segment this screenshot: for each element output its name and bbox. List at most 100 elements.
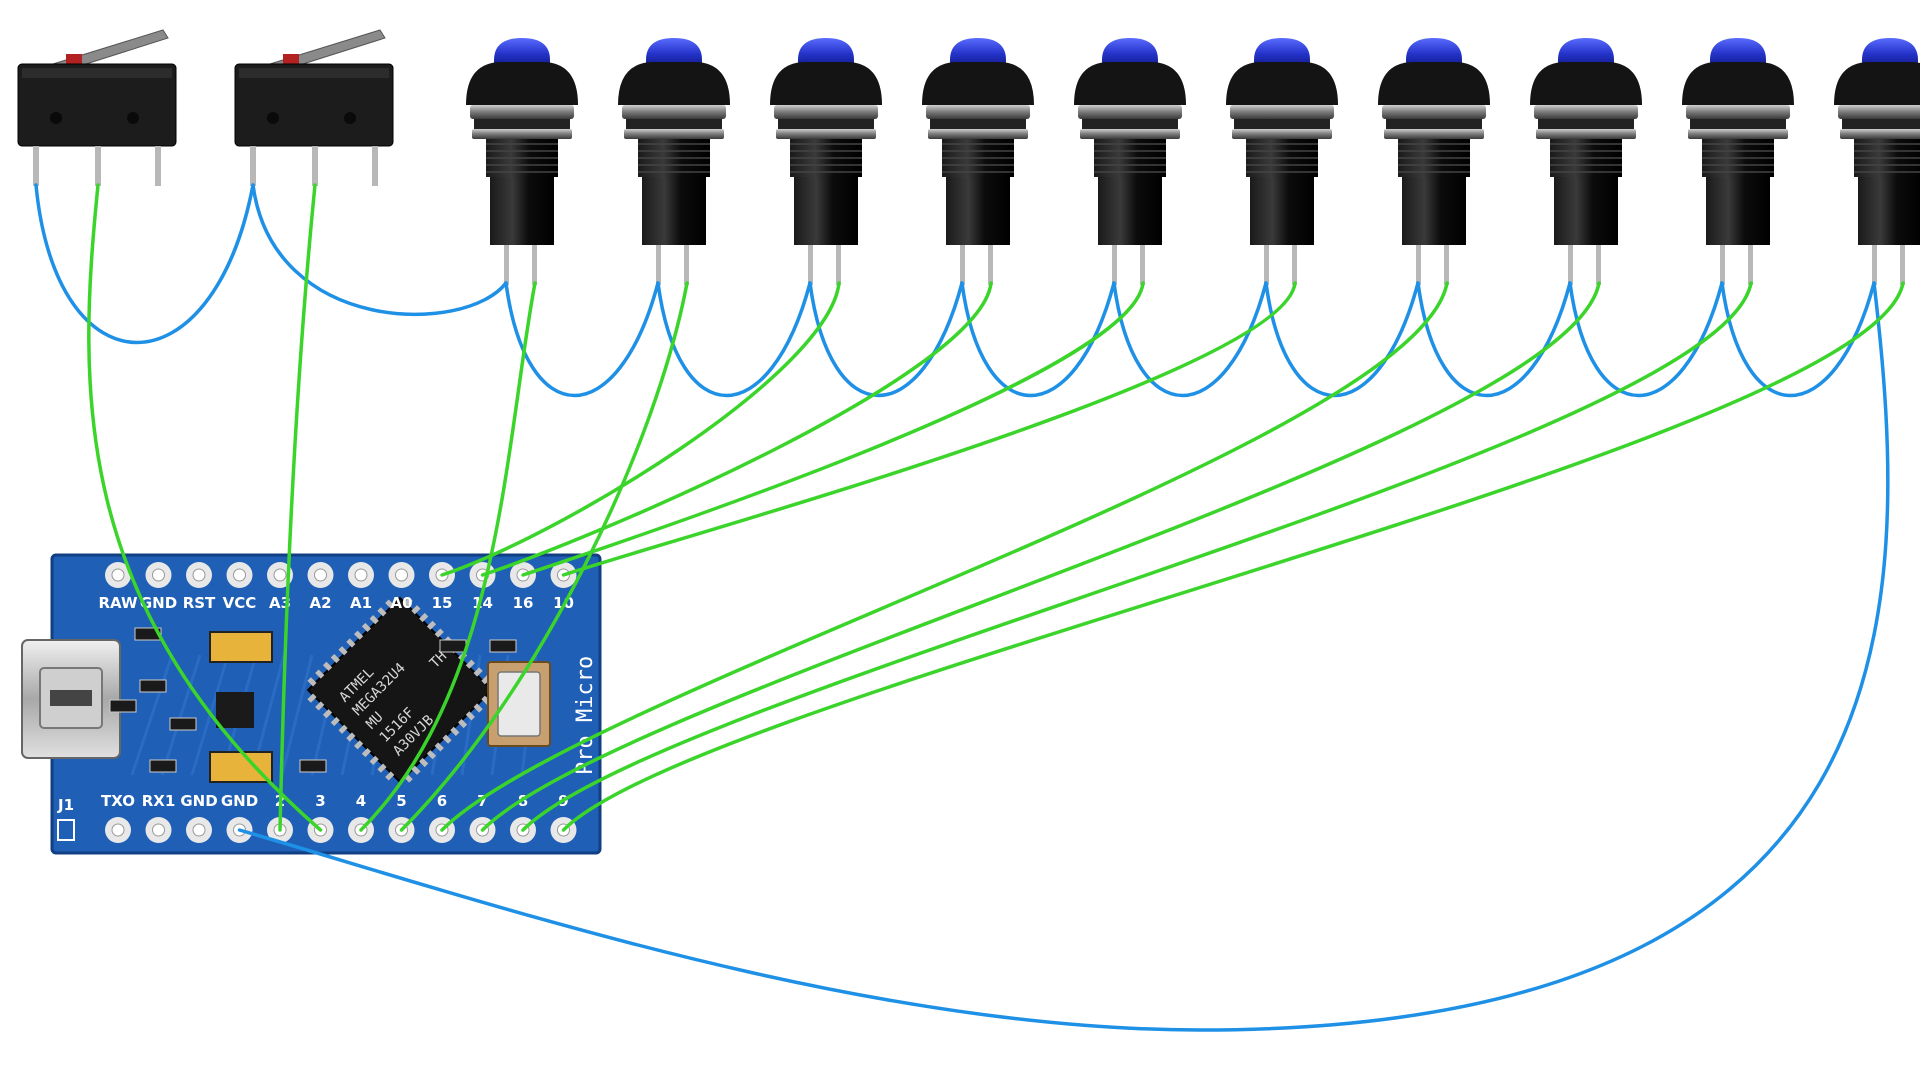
button-nut — [1230, 105, 1334, 119]
wires — [34, 183, 1905, 1032]
smd-component — [489, 639, 517, 653]
pin-label-top: A2 — [309, 594, 331, 612]
button-nut — [1838, 105, 1920, 119]
button-washer — [928, 129, 1028, 139]
button-nut — [774, 105, 878, 119]
button-body — [1858, 177, 1920, 245]
mcu-lead — [354, 630, 364, 640]
mcu-lead — [385, 599, 395, 609]
button-body — [642, 177, 706, 245]
mcu-lead — [315, 701, 325, 711]
button-washer — [1232, 129, 1332, 139]
button-thread — [1234, 119, 1330, 129]
pin-label-top: VCC — [223, 594, 257, 612]
button-washer — [776, 129, 876, 139]
switch-pin — [312, 146, 318, 186]
signal-wire — [561, 281, 1297, 577]
push-button — [1682, 38, 1794, 285]
switch-pin — [95, 146, 101, 186]
header-hole — [192, 823, 206, 837]
switch-hole — [344, 112, 356, 124]
button-body — [1554, 177, 1618, 245]
pin-label-top: A0 — [390, 594, 412, 612]
button-body — [490, 177, 554, 245]
signal-wire — [561, 281, 1905, 832]
mcu-lead — [385, 771, 395, 781]
button-collar — [466, 62, 578, 105]
button-washer — [472, 129, 572, 139]
push-button — [1074, 38, 1186, 285]
pin-label-top: A1 — [350, 594, 372, 612]
header-hole — [233, 568, 246, 582]
j1-marker — [57, 819, 75, 841]
push-button — [1530, 38, 1642, 285]
smd-component — [149, 759, 177, 773]
ground-wire-segment — [808, 281, 964, 398]
button-collar — [618, 62, 730, 105]
button-thread — [1690, 119, 1786, 129]
mcu-lead — [426, 620, 437, 630]
voltage-regulator — [216, 692, 254, 728]
mcu-lead — [403, 597, 413, 607]
pcb-trace — [130, 654, 174, 776]
button-thread — [1082, 119, 1178, 129]
button-nut — [622, 105, 726, 119]
mcu-lead — [419, 612, 429, 623]
push-button — [466, 38, 578, 285]
mcu-lead — [473, 667, 483, 677]
signal-wire — [399, 281, 689, 832]
mcu-lead — [442, 734, 452, 744]
switch-hole — [50, 112, 62, 124]
pin-label-bottom: 6 — [437, 792, 447, 810]
button-thread — [1386, 119, 1482, 129]
pin-label-bottom: TXO — [101, 792, 135, 810]
button-thread — [778, 119, 874, 129]
mcu-lead — [434, 742, 444, 752]
mcu-lead — [307, 677, 317, 687]
button-pin — [1596, 245, 1601, 285]
pcb-trace — [160, 654, 202, 776]
button-collar — [922, 62, 1034, 105]
header-hole — [395, 568, 408, 582]
button-body — [794, 177, 858, 245]
button-nut — [1382, 105, 1486, 119]
button-collar — [1226, 62, 1338, 105]
button-pin — [1872, 245, 1877, 285]
pin-label-bottom: 4 — [356, 792, 366, 810]
switch-highlight — [239, 68, 389, 78]
mcu-lead — [338, 646, 348, 656]
pin-label-top: 15 — [432, 594, 453, 612]
switch-actuator — [66, 54, 82, 66]
button-nut — [1686, 105, 1790, 119]
button-body — [1706, 177, 1770, 245]
pin-label-bottom: GND — [221, 792, 258, 810]
mcu-lead — [354, 740, 364, 750]
button-nut — [1534, 105, 1638, 119]
micro-switch — [17, 29, 177, 186]
mcu-lead — [377, 763, 387, 773]
button-pin — [532, 245, 537, 285]
mcu-lead — [315, 669, 325, 679]
header-hole — [111, 823, 125, 837]
smd-component — [169, 717, 197, 731]
pin-label-bottom: 3 — [315, 792, 325, 810]
button-pin — [684, 245, 689, 285]
ground-wire-segment — [960, 281, 1116, 398]
button-washer — [1840, 129, 1920, 139]
switch-pin — [33, 146, 39, 186]
signal-wire — [87, 183, 323, 832]
header-hole — [192, 568, 206, 582]
button-body — [946, 177, 1010, 245]
micro-switch — [234, 29, 394, 186]
button-body — [1250, 177, 1314, 245]
ground-wire-segment — [1416, 281, 1572, 398]
button-collar — [1530, 62, 1642, 105]
button-collar — [1834, 62, 1920, 105]
pin-label-top: RST — [183, 594, 216, 612]
ground-wire-segment — [1112, 281, 1268, 398]
signal-wire — [521, 281, 1145, 577]
mcu-lead — [307, 693, 317, 703]
push-button — [922, 38, 1034, 285]
switch-pin — [155, 146, 161, 186]
mcu-lead — [346, 638, 356, 648]
